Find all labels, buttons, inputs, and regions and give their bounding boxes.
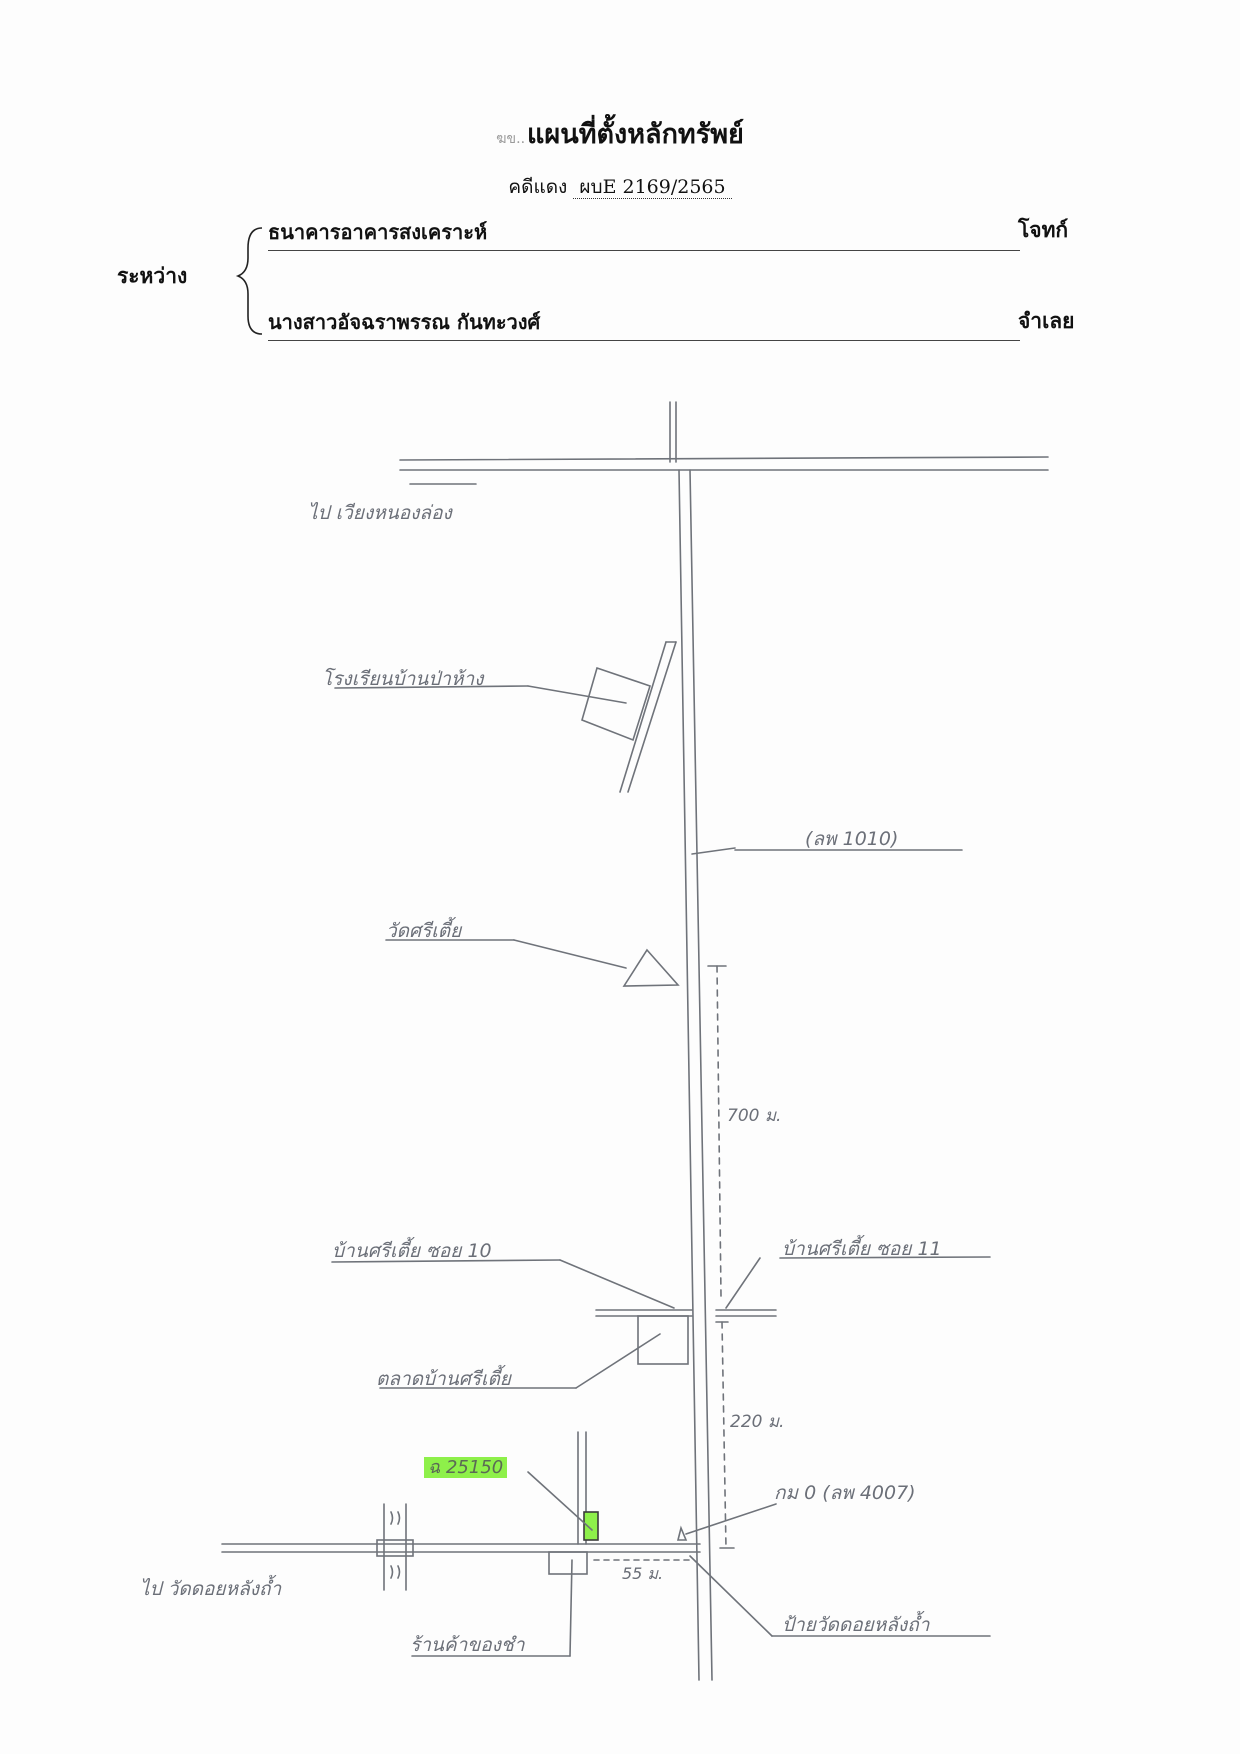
label-soi-10: บ้านศรีเตี้ย ซอย 10 [332,1240,492,1262]
label-shop: ร้านค้าของชำ [410,1634,525,1656]
road-1010-pointer [691,847,736,855]
top-road [399,401,1049,485]
label-dist-55: 55 ม. [622,1564,664,1583]
label-road-1010: (ลพ 1010) [805,828,899,850]
plaintiff-role: โจทก์ [1018,217,1069,242]
title-text: แผนที่ตั้งหลักทรัพย์ [527,119,744,150]
label-dist-220: 220 ม. [730,1412,785,1432]
page-title: ฆข..แผนที่ตั้งหลักทรัพย์ [0,112,1240,155]
shop-building [411,1551,588,1657]
school-building [334,641,677,793]
party-brace [235,227,263,335]
sign-pointer [689,1555,773,1637]
label-to-wiang: ไป เวียงหนองล่อง [308,502,452,524]
temple-triangle [385,939,680,987]
label-sign: ป้ายวัดดอยหลังถ้ำ [782,1614,930,1636]
km-0-marker [676,1503,777,1541]
label-property: ฉ 25150 [424,1452,508,1481]
defendant-role: จำเลย [1018,308,1075,333]
property-number: ฉ 25150 [424,1457,508,1478]
label-school: โรงเรียนบ้านป่าห้าง [322,668,484,690]
defendant-name: นางสาวอัจฉราพรรณ กันทะวงศ์ [268,306,1020,341]
label-dist-700: 700 ม. [727,1106,782,1126]
label-km-0: กม 0 (ลพ 4007) [774,1482,916,1504]
main-road-1010 [678,469,713,1681]
distance-700-marker [707,965,727,1297]
title-prefix: ฆข.. [496,131,526,147]
label-soi-11: บ้านศรีเตี้ย ซอย 11 [782,1238,942,1260]
distance-220-marker [715,1321,735,1549]
case-number-line: คดีแดง ผบE 2169/2565 [0,172,1240,202]
case-label: คดีแดง [508,176,568,198]
case-number: ผบE 2169/2565 [573,176,732,199]
market-building [379,1315,689,1389]
label-to-temple-left: ไป วัดดอยหลังถ้ำ [140,1578,282,1600]
property-plot [527,1431,599,1545]
label-market: ตลาดบ้านศรีเตี้ย [376,1368,511,1390]
label-temple: วัดศรีเตี้ย [386,920,462,942]
bottom-road-4007 [221,1503,701,1591]
between-label: ระหว่าง [117,263,188,288]
plaintiff-name: ธนาคารอาคารสงเคราะห์ [268,216,1020,251]
